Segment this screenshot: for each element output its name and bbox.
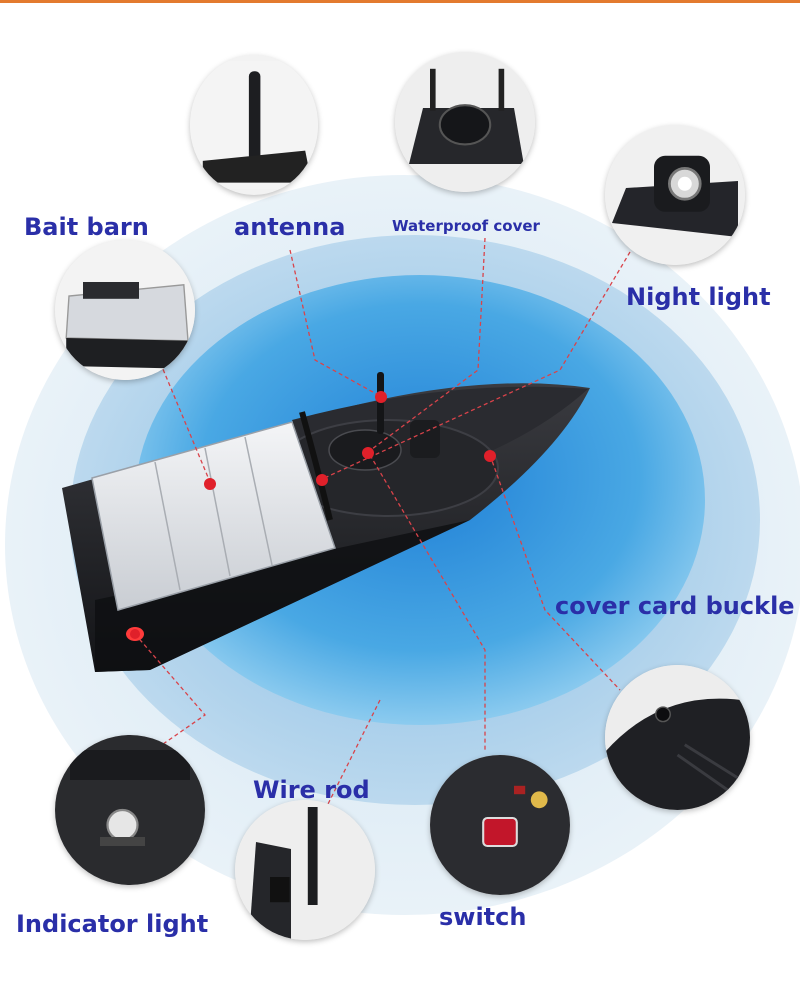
- marker-bait-barn: [204, 478, 216, 490]
- label-wire-rod: Wire rod: [253, 776, 370, 804]
- antenna-part: [377, 372, 384, 434]
- marker-antenna: [375, 391, 387, 403]
- night-light-detail-photo: [605, 125, 745, 265]
- marker-wire-rod: [316, 474, 328, 486]
- leader-antenna: [289, 249, 381, 397]
- leader-switch: [369, 454, 486, 750]
- bait-barn-detail-photo: [55, 240, 195, 380]
- night-light-part: [410, 420, 440, 458]
- antenna-detail-photo: [190, 55, 318, 195]
- leader-indicator: [134, 633, 206, 761]
- marker-indicator: [130, 629, 140, 639]
- marker-dots: [130, 391, 496, 639]
- marker-waterproof-cover: [362, 447, 374, 459]
- label-cover-card-buckle: cover card buckle: [555, 592, 795, 620]
- waterproof-cover-detail-photo: [395, 52, 535, 192]
- leader-cover-buckle: [489, 454, 621, 691]
- top-accent-rule: [0, 0, 800, 3]
- leader-waterproof-cover: [367, 237, 486, 453]
- label-night-light: Night light: [626, 283, 771, 311]
- hull-side: [95, 520, 470, 672]
- cover-card-buckle-detail-photo: [605, 665, 750, 810]
- bait-box: [91, 421, 336, 611]
- label-waterproof-cover: Waterproof cover: [392, 217, 540, 235]
- wire-rod-detail-photo: [235, 800, 375, 940]
- label-indicator-light: Indicator light: [16, 910, 209, 938]
- label-switch: switch: [439, 903, 527, 931]
- leader-night-light: [319, 251, 631, 481]
- indicator-light-detail-photo: [55, 735, 205, 885]
- switch-detail-photo: [430, 755, 570, 895]
- label-antenna: antenna: [234, 213, 346, 241]
- bait-boat: [62, 372, 590, 672]
- wire-rod-part: [299, 411, 333, 521]
- leader-bait-barn: [154, 349, 211, 483]
- label-bait-barn: Bait barn: [24, 213, 149, 241]
- marker-night-light: [484, 450, 496, 462]
